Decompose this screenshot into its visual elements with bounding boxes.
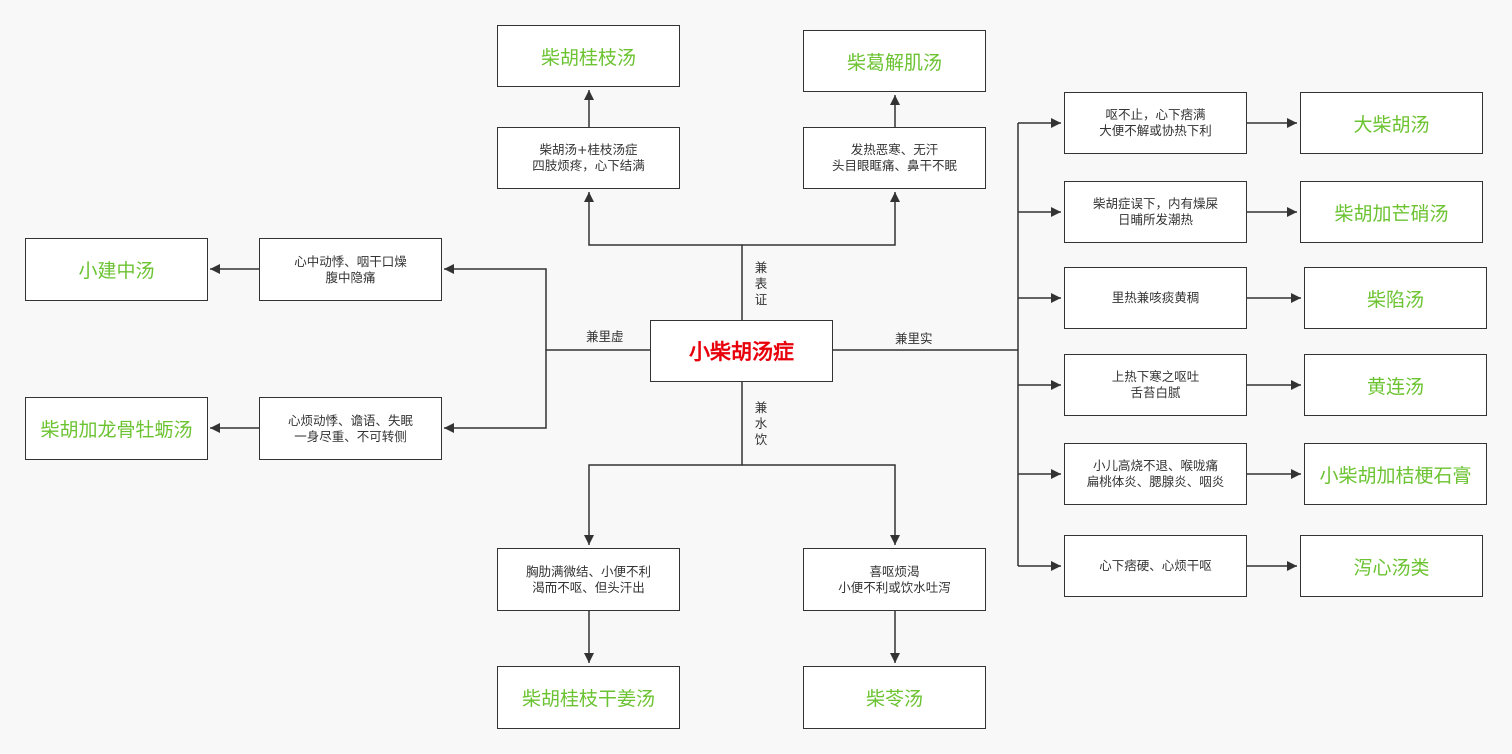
condition-box-bottom-1: 喜呕烦渴 小便不利或饮水吐泻 [803, 548, 986, 611]
edge-left-lower [444, 350, 547, 433]
result-box-right-4: 小柴胡加桔梗石膏 [1304, 443, 1487, 505]
result-box-right-5: 泻心汤类 [1300, 535, 1483, 597]
edge-center-bottom [584, 382, 743, 545]
result-box-bottom-0: 柴胡桂枝干姜汤 [497, 666, 680, 729]
condition-box-top-0: 柴胡汤+桂枝汤症 四肢烦疼，心下结满 [497, 127, 680, 189]
result-box-top-0: 柴胡桂枝汤 [497, 25, 680, 87]
edge-label-right: 兼里实 [891, 331, 937, 347]
edge-bottom-right [742, 464, 900, 545]
condition-box-right-4: 小儿高烧不退、喉咙痛 扁桃体炎、腮腺炎、咽炎 [1064, 443, 1247, 505]
result-box-left-1: 柴胡加龙骨牡蛎汤 [25, 397, 208, 460]
edge-top-right [742, 192, 900, 246]
condition-box-right-3: 上热下寒之呕吐 舌苔白腻 [1064, 354, 1247, 416]
result-box-right-0: 大柴胡汤 [1300, 92, 1483, 154]
condition-box-right-1: 柴胡症误下，内有燥屎 日晡所发潮热 [1064, 181, 1247, 243]
result-box-right-2: 柴陷汤 [1304, 267, 1487, 329]
edge-label-bottom: 兼 水 饮 [752, 400, 770, 448]
edge-center-left [444, 264, 650, 351]
condition-box-left-1: 心烦动悸、谵语、失眠 一身尽重、不可转侧 [259, 397, 442, 460]
condition-box-right-0: 呕不止，心下痞满 大便不解或协热下利 [1064, 92, 1247, 154]
condition-box-bottom-0: 胸肋满微结、小便不利 渴而不呕、但头汗出 [497, 548, 680, 611]
result-box-left-0: 小建中汤 [25, 238, 208, 301]
edge-label-top: 兼 表 证 [752, 260, 770, 308]
result-box-right-1: 柴胡加芒硝汤 [1300, 181, 1483, 243]
condition-box-right-2: 里热兼咳痰黄稠 [1064, 267, 1247, 329]
result-box-right-3: 黄连汤 [1304, 354, 1487, 416]
edge-center-top [584, 192, 743, 320]
result-box-top-1: 柴葛解肌汤 [803, 30, 986, 92]
center-node: 小柴胡汤症 [650, 320, 833, 382]
result-box-bottom-1: 柴苓汤 [803, 666, 986, 729]
condition-box-right-5: 心下痞硬、心烦干呕 [1064, 535, 1247, 597]
condition-box-left-0: 心中动悸、咽干口燥 腹中隐痛 [259, 238, 442, 301]
condition-box-top-1: 发热恶寒、无汗 头目眼眶痛、鼻干不眠 [803, 127, 986, 189]
edge-label-left: 兼里虚 [582, 329, 628, 345]
